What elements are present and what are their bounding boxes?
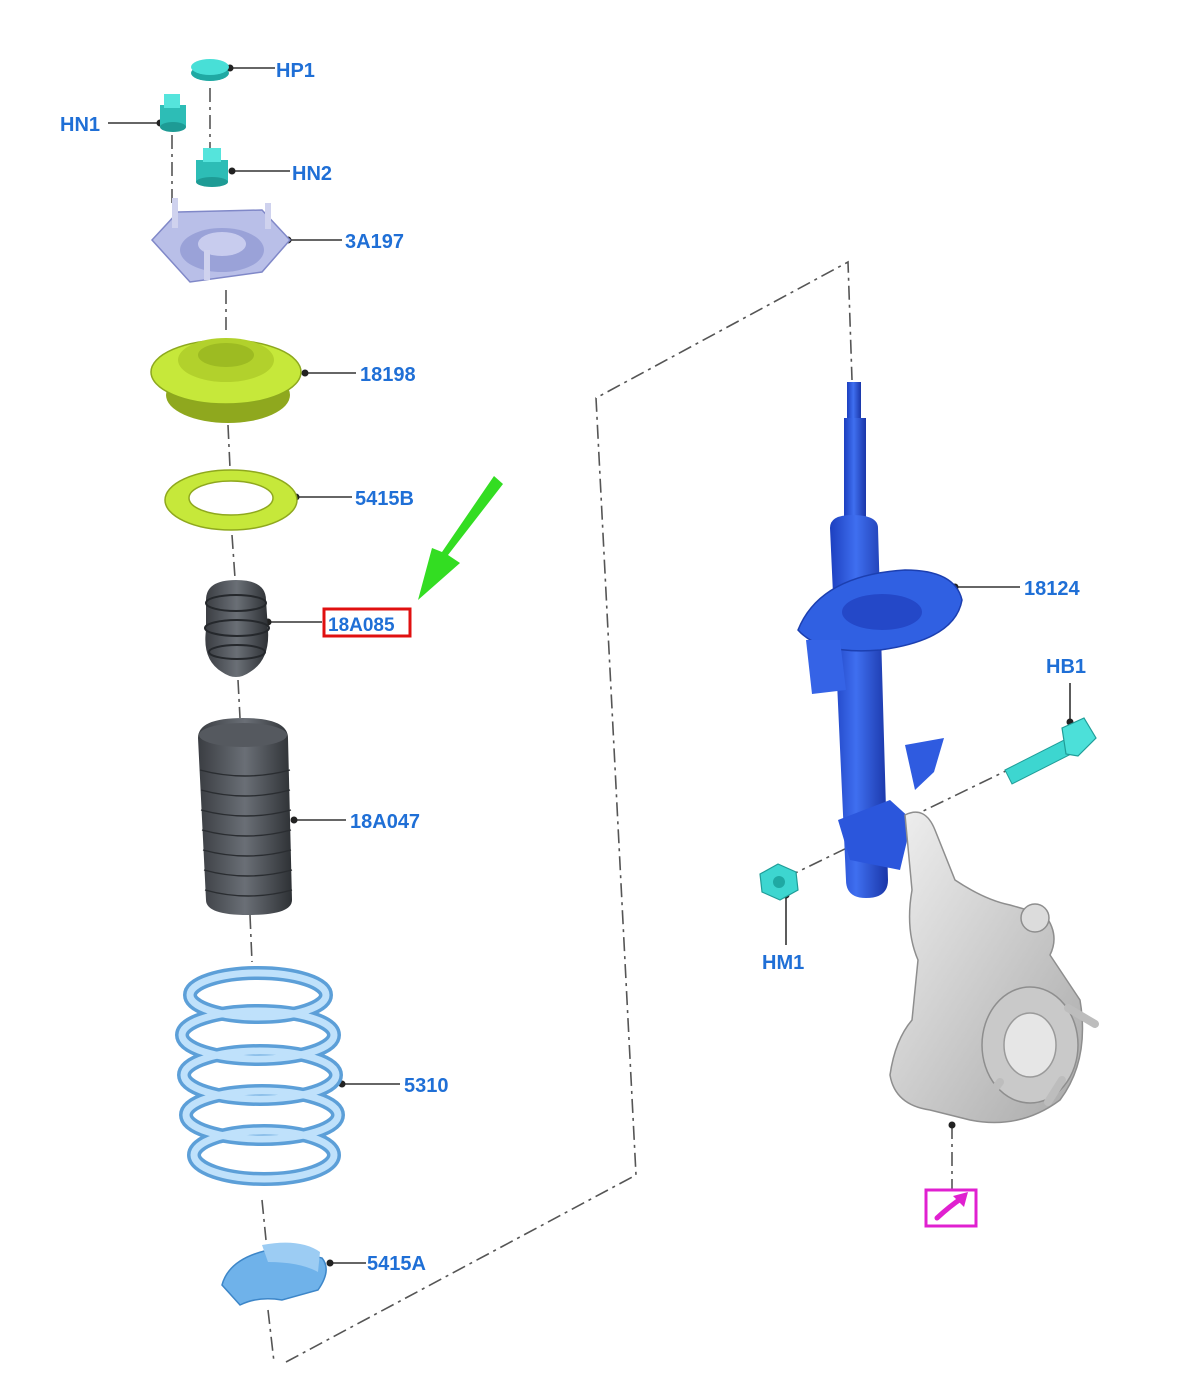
- part-hn2-nut: [196, 148, 228, 187]
- part-labels: HP1 HN1 HN2 3A197 18198 5415B 18A085 18A…: [60, 60, 1086, 1275]
- part-5415b-insulator: [164, 469, 298, 531]
- part-steering-knuckle: [889, 811, 1099, 1124]
- label-hn1[interactable]: HN1: [60, 114, 100, 136]
- part-18a047-dust-boot: [198, 718, 293, 915]
- label-5415a[interactable]: 5415A: [367, 1253, 426, 1275]
- label-5310[interactable]: 5310: [404, 1075, 449, 1097]
- part-18198-upper-seat: [150, 338, 302, 423]
- part-3a197-top-mount: [150, 198, 292, 283]
- label-3a197[interactable]: 3A197: [345, 231, 404, 253]
- part-18a085-bump-stop: [204, 580, 270, 677]
- label-18124[interactable]: 18124: [1024, 578, 1080, 600]
- arrow-up-right-icon: [934, 1192, 968, 1221]
- part-5310-coil-spring: [175, 966, 345, 1186]
- link-button[interactable]: [924, 1188, 978, 1228]
- label-18198[interactable]: 18198: [360, 364, 416, 386]
- part-5415a-lower-seat: [221, 1242, 327, 1306]
- green-pointer-arrow: [418, 476, 503, 600]
- label-18a047[interactable]: 18A047: [350, 811, 420, 833]
- label-18a085[interactable]: 18A085: [328, 615, 395, 636]
- leader-lines: [108, 67, 1071, 1264]
- label-hm1[interactable]: HM1: [762, 952, 804, 974]
- label-hb1[interactable]: HB1: [1046, 656, 1086, 678]
- highlight-box-18a085: [322, 607, 412, 638]
- part-hm1-nut: [759, 863, 799, 901]
- part-hp1-cap: [191, 59, 229, 81]
- part-18124-strut: [797, 382, 963, 898]
- part-hn1-nut: [160, 94, 186, 132]
- label-hp1[interactable]: HP1: [276, 60, 315, 82]
- label-5415b[interactable]: 5415B: [355, 488, 414, 510]
- part-hb1-bolt: [1004, 717, 1097, 785]
- label-hn2[interactable]: HN2: [292, 163, 332, 185]
